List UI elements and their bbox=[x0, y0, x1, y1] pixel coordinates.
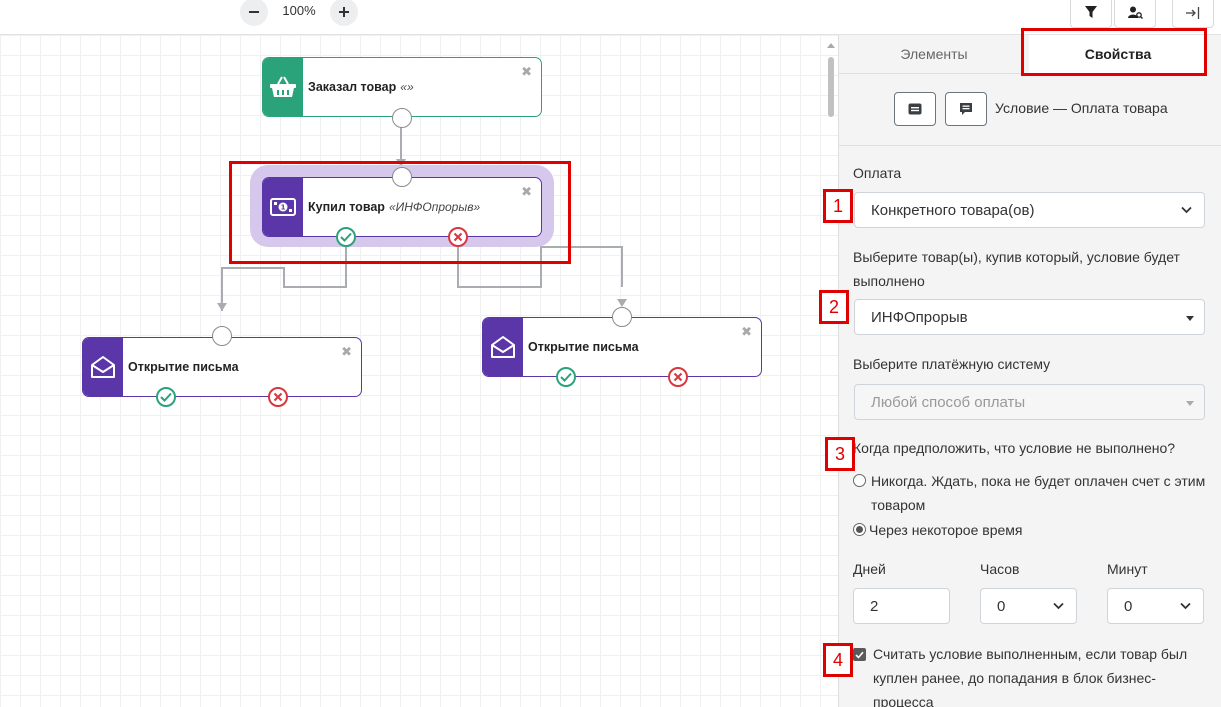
block-icon-box bbox=[263, 58, 303, 116]
minutes-label: Минут bbox=[1107, 561, 1148, 577]
block-email-open-left[interactable]: Открытие письма ✖ bbox=[82, 337, 362, 397]
collapse-panel-button[interactable] bbox=[1172, 0, 1214, 28]
block-icon-box bbox=[83, 338, 123, 396]
annotation-marker-2: 2 bbox=[819, 290, 849, 324]
block-icon-box bbox=[483, 318, 523, 376]
check-icon bbox=[160, 392, 172, 402]
minutes-select[interactable]: 0 bbox=[1107, 588, 1204, 624]
workflow-canvas[interactable]: Заказал товар«» ✖ 1 Купил товар«ИНФОпрор… bbox=[0, 35, 838, 707]
chat-button[interactable] bbox=[945, 92, 987, 126]
check-icon bbox=[560, 372, 572, 382]
collapse-panel-icon bbox=[1186, 6, 1200, 19]
minus-icon bbox=[249, 11, 259, 13]
block-title: Купил товар«ИНФОпрорыв» bbox=[308, 200, 481, 214]
zoom-level: 100% bbox=[282, 3, 316, 18]
block-title: Заказал товар«» bbox=[308, 80, 414, 94]
check-icon bbox=[855, 651, 864, 659]
money-icon: 1 bbox=[270, 198, 296, 216]
payment-type-select[interactable]: Конкретного товара(ов) bbox=[854, 192, 1205, 228]
block-subtitle: «» bbox=[400, 80, 414, 94]
block-bought-product[interactable]: 1 Купил товар«ИНФОпрорыв» ✖ bbox=[262, 177, 542, 237]
properties-panel: Элементы Свойства Условие — Оплата товар… bbox=[838, 35, 1221, 707]
when-failed-label: Когда предположить, что условие не выпол… bbox=[853, 440, 1176, 456]
radio-never[interactable] bbox=[853, 474, 866, 487]
cross-icon bbox=[673, 372, 683, 382]
block-title: Открытие письма bbox=[128, 360, 239, 374]
output-port[interactable] bbox=[392, 108, 412, 128]
tab-properties[interactable]: Свойства bbox=[1029, 35, 1207, 73]
block-ordered-product[interactable]: Заказал товар«» ✖ bbox=[262, 57, 542, 117]
days-value: 2 bbox=[870, 597, 879, 615]
success-output[interactable] bbox=[336, 227, 356, 247]
basket-icon bbox=[270, 76, 296, 97]
payment-system-select[interactable]: Любой способ оплаты bbox=[854, 384, 1205, 420]
close-icon[interactable]: ✖ bbox=[741, 324, 752, 339]
days-label: Дней bbox=[853, 561, 886, 577]
filter-button[interactable] bbox=[1070, 0, 1112, 28]
payment-type-value: Конкретного товара(ов) bbox=[871, 201, 1035, 219]
user-search-icon bbox=[1127, 6, 1143, 19]
fail-output[interactable] bbox=[268, 387, 288, 407]
chevron-down-icon bbox=[1181, 206, 1192, 214]
tabs-divider bbox=[839, 73, 1029, 74]
minutes-value: 0 bbox=[1124, 597, 1133, 615]
hours-select[interactable]: 0 bbox=[980, 588, 1077, 624]
product-label: Выберите товар(ы), купив который, услови… bbox=[853, 249, 1180, 289]
product-select[interactable]: ИНФОпрорыв bbox=[854, 299, 1205, 335]
dropdown-arrow-icon bbox=[1186, 401, 1194, 406]
hours-value: 0 bbox=[997, 597, 1006, 615]
payment-system-placeholder: Любой способ оплаты bbox=[871, 393, 1026, 411]
open-envelope-icon bbox=[491, 336, 515, 358]
cross-icon bbox=[273, 392, 283, 402]
hours-label: Часов bbox=[980, 561, 1020, 577]
close-icon[interactable]: ✖ bbox=[341, 344, 352, 359]
top-toolbar: 100% bbox=[0, 0, 1221, 35]
annotation-marker-3: 3 bbox=[825, 437, 855, 471]
open-envelope-icon bbox=[91, 356, 115, 378]
zoom-out-button[interactable] bbox=[240, 0, 268, 26]
close-icon[interactable]: ✖ bbox=[521, 184, 532, 199]
user-search-button[interactable] bbox=[1114, 0, 1156, 28]
prior-purchase-label[interactable]: Считать условие выполненным, если товар … bbox=[873, 646, 1188, 707]
radio-after-time-label[interactable]: Через некоторое время bbox=[869, 522, 1023, 538]
chevron-down-icon bbox=[1180, 602, 1191, 610]
success-output[interactable] bbox=[556, 367, 576, 387]
panel-title: Условие — Оплата товара bbox=[995, 100, 1168, 116]
success-output[interactable] bbox=[156, 387, 176, 407]
payment-label: Оплата bbox=[853, 165, 902, 181]
prior-purchase-checkbox[interactable] bbox=[853, 648, 866, 661]
panel-divider bbox=[839, 145, 1221, 146]
radio-after-time[interactable] bbox=[853, 523, 866, 536]
block-icon-box: 1 bbox=[263, 178, 303, 236]
block-subtitle: «ИНФОпрорыв» bbox=[388, 200, 481, 214]
payment-system-label: Выберите платёжную систему bbox=[853, 356, 1051, 372]
comment-button[interactable] bbox=[894, 92, 936, 126]
zoom-in-button[interactable] bbox=[330, 0, 358, 26]
cross-icon bbox=[453, 232, 463, 242]
canvas-scrollbar[interactable] bbox=[826, 43, 836, 707]
scroll-thumb[interactable] bbox=[828, 57, 834, 117]
comment-icon bbox=[908, 103, 922, 115]
radio-never-label[interactable]: Никогда. Ждать, пока не будет оплачен сч… bbox=[871, 473, 1206, 513]
fail-output[interactable] bbox=[448, 227, 468, 247]
filter-icon bbox=[1085, 6, 1097, 18]
check-icon bbox=[340, 232, 352, 242]
input-port[interactable] bbox=[392, 167, 412, 187]
input-port[interactable] bbox=[212, 326, 232, 346]
block-title: Открытие письма bbox=[528, 340, 639, 354]
input-port[interactable] bbox=[612, 307, 632, 327]
svg-text:1: 1 bbox=[281, 204, 286, 212]
tab-elements[interactable]: Элементы bbox=[900, 46, 968, 62]
product-value: ИНФОпрорыв bbox=[871, 308, 968, 326]
days-input[interactable]: 2 bbox=[853, 588, 950, 624]
dropdown-arrow-icon bbox=[1186, 316, 1194, 321]
chevron-down-icon bbox=[1053, 602, 1064, 610]
close-icon[interactable]: ✖ bbox=[521, 64, 532, 79]
plus-icon bbox=[339, 7, 349, 17]
fail-output[interactable] bbox=[668, 367, 688, 387]
annotation-marker-1: 1 bbox=[823, 189, 853, 223]
annotation-marker-4: 4 bbox=[823, 643, 853, 677]
chat-icon bbox=[960, 103, 972, 115]
scroll-up-arrow[interactable] bbox=[827, 43, 835, 48]
